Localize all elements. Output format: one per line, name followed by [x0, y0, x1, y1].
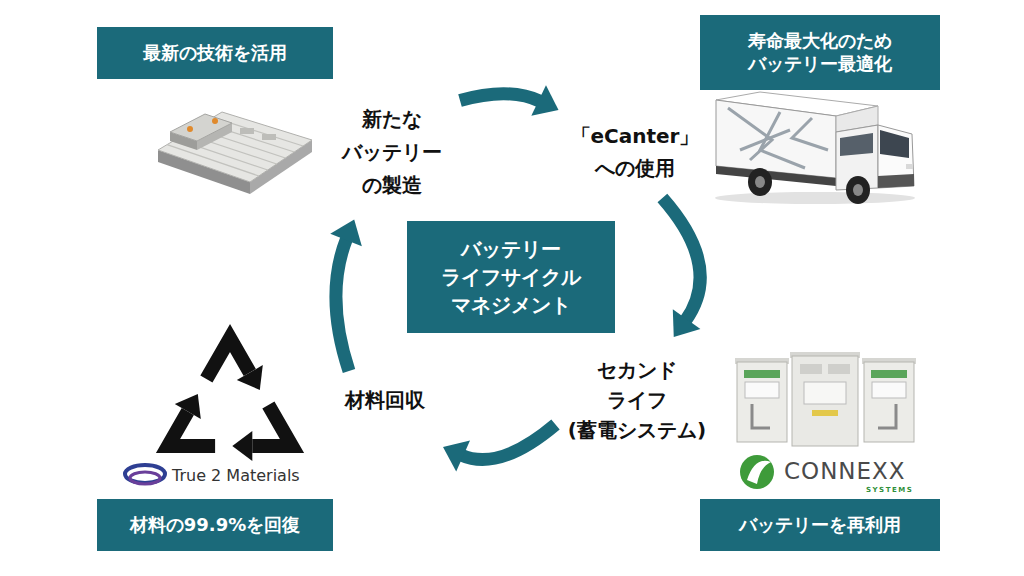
caption-box: 材料の99.9%を回復 [97, 499, 333, 551]
arrow-head [443, 440, 470, 471]
text-stack: 材料回収 [345, 387, 425, 413]
cycle-arrow [460, 85, 559, 116]
arrow-head [330, 220, 362, 247]
text-stack: バッテリー ライフサイクル マネジメント [441, 235, 581, 319]
node-text: セカンド ライフ (蓄電システム) [568, 355, 706, 445]
caption-box: 寿命最大化のため バッテリー最適化 [700, 15, 940, 90]
node-text: 材料の99.9%を回復 [130, 513, 300, 536]
node-text: 「eCanter」 への使用 [571, 120, 700, 184]
text-stack: 最新の技術を活用 [143, 41, 287, 64]
battery-pack [158, 112, 312, 194]
text-stack: 材料の99.9%を回復 [130, 513, 300, 536]
node-text: 寿命最大化のため バッテリー最適化 [748, 29, 892, 76]
text-stack: バッテリーを再利用 [739, 513, 901, 536]
cycle-arrow [330, 220, 362, 372]
node-text: バッテリー ライフサイクル マネジメント [441, 235, 581, 319]
stage-label: 「eCanter」 への使用 [567, 116, 704, 188]
truck [715, 92, 915, 204]
center-box: バッテリー ライフサイクル マネジメント [407, 221, 615, 333]
text-stack: 寿命最大化のため バッテリー最適化 [748, 29, 892, 76]
stage-label: セカンド ライフ (蓄電システム) [564, 351, 711, 449]
stage-label: 材料回収 [341, 383, 429, 417]
charging-units [735, 352, 916, 446]
arrow-line [461, 425, 555, 460]
text-stack: 新たな バッテリー の製造 [342, 103, 442, 202]
connexx-logo-mark [740, 455, 774, 489]
stage-label: 新たな バッテリー の製造 [338, 99, 446, 206]
arrow-head [673, 309, 701, 337]
arrow-line [460, 94, 540, 102]
cycle-arrow [662, 198, 700, 337]
node-text: 材料回収 [345, 387, 425, 413]
node-text: 最新の技術を活用 [143, 41, 287, 64]
true2-logo-mark [125, 465, 165, 484]
text-stack: セカンド ライフ (蓄電システム) [568, 355, 706, 445]
arrow-line [662, 198, 700, 321]
recycle-symbol [168, 338, 292, 461]
logo-subtext: SYSTEMS [866, 486, 913, 494]
arrow-head [531, 85, 558, 116]
node-text: バッテリーを再利用 [739, 513, 901, 536]
arrow-line [336, 238, 349, 371]
caption-box: バッテリーを再利用 [700, 499, 940, 551]
node-text: 新たな バッテリー の製造 [342, 103, 442, 202]
logo-text: True 2 Materials [172, 466, 300, 485]
logo-text: CONNEXX [784, 458, 906, 486]
cycle-arrow [443, 425, 556, 472]
caption-box: 最新の技術を活用 [97, 27, 333, 79]
text-stack: 「eCanter」 への使用 [571, 120, 700, 184]
